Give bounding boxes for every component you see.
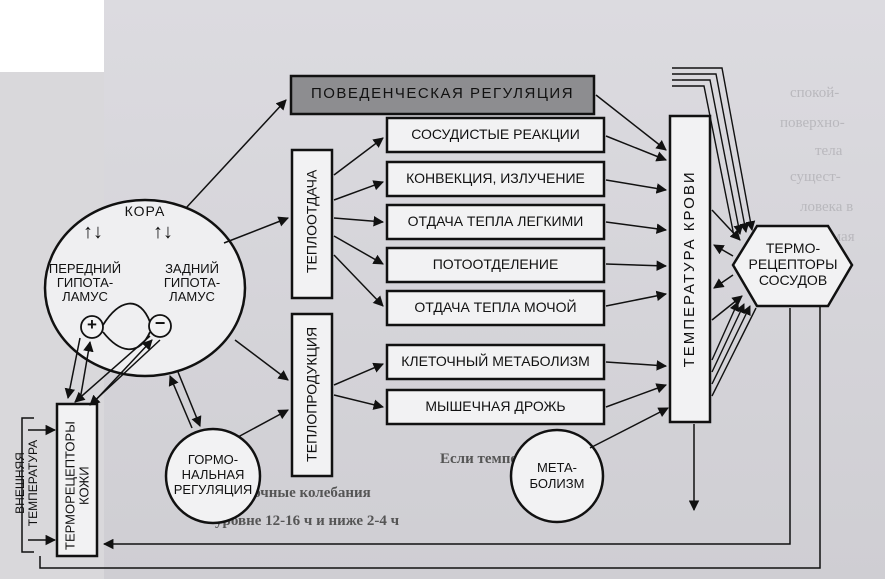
behavioral-box <box>289 74 596 116</box>
behavioral-label: ПОВЕДЕНЧЕСКАЯ РЕГУЛЯЦИЯ <box>310 85 575 102</box>
arrow-blood-hex <box>711 295 743 321</box>
arrows-left-glyph: ↑↓ <box>83 221 103 243</box>
heat-loss-box <box>290 148 334 300</box>
arrows <box>64 94 743 449</box>
arrow-metab-blood <box>589 407 669 449</box>
lungs-box <box>385 203 606 241</box>
posterior-label: ЗАДНИЙ ГИПОТА- ЛАМУС <box>152 262 232 304</box>
arrow-hl-sweat <box>333 235 384 265</box>
arrow-hp-shiver <box>333 394 385 410</box>
hormonal-line3: РЕГУЛЯЦИЯ <box>173 482 253 497</box>
anterior-line2: ГИПОТА- <box>56 275 114 290</box>
anterior-line1: ПЕРЕДНИЙ <box>48 261 122 276</box>
convection-box <box>385 160 606 198</box>
plus-sign: + <box>87 315 97 334</box>
arrow-sweat-blood <box>605 260 668 271</box>
cell-metabolism-label: КЛЕТОЧНЫЙ МЕТАБОЛИЗМ <box>401 353 590 369</box>
heat-production-label: ТЕПЛОПРОДУКЦИЯ <box>303 326 320 462</box>
arrow-hl-lungs <box>333 215 385 227</box>
arrow-beh-blood <box>595 94 667 151</box>
cell-metabolism-box <box>385 343 606 381</box>
vessel-receptors-line2: РЕЦЕПТОРЫ <box>748 256 838 272</box>
sweat-box <box>385 246 606 284</box>
arrow-lungs-blood <box>605 221 668 234</box>
blank-corner <box>0 0 104 72</box>
arrow-blood-hex2 <box>711 209 741 241</box>
external-temp-line2: ТЕМПЕРАТУРА <box>26 439 40 527</box>
arrow-skin-plus <box>79 340 94 401</box>
external-temp-bracket <box>21 417 34 553</box>
skin-receptors-box <box>55 402 99 558</box>
top-line-bundle <box>672 67 756 237</box>
blood-temp-label: ТЕМПЕРАТУРА КРОВИ <box>681 170 699 368</box>
lungs-label: ОТДАЧА ТЕПЛА ЛЕГКИМИ <box>407 213 584 229</box>
bg-text-2: поверхно- <box>780 115 845 131</box>
plus-minus-loop <box>102 302 151 326</box>
vessel-receptors-hexagon <box>731 224 854 308</box>
arrow-minus-skin2 <box>89 339 161 406</box>
arrow-plus-skin <box>64 337 81 400</box>
arrow-hormonal-hp <box>237 409 289 438</box>
arrow-urine-blood <box>605 290 668 307</box>
vascular-label: СОСУДИСТЫЕ РЕАКЦИИ <box>411 126 580 142</box>
hormonal-circle <box>164 427 262 525</box>
anterior-line3: ЛАМУС <box>62 289 108 304</box>
bg-text-1: спокой- <box>790 85 840 101</box>
arrow-brain-heatprod <box>234 339 289 381</box>
arrows-right-glyph: ↑↓ <box>153 221 173 243</box>
plus-minus-loop-lower <box>102 331 151 351</box>
plus-circle <box>80 315 104 339</box>
arrow-hp-cell <box>333 362 384 386</box>
vascular-box <box>385 116 606 154</box>
convection-label: КОНВЕКЦИЯ, ИЗЛУЧЕНИЕ <box>406 170 585 186</box>
sweat-label: ПОТООТДЕЛЕНИЕ <box>432 256 559 272</box>
arrow-hl-convection <box>333 180 384 201</box>
minus-circle <box>148 314 172 338</box>
vessel-receptors-line1: ТЕРМО- <box>765 240 821 256</box>
metabolism-line1: МЕТА- <box>536 460 577 475</box>
hormonal-line2: НАЛЬНАЯ <box>181 467 245 482</box>
heat-loss-label: ТЕПЛООТДАЧА <box>303 169 320 274</box>
blood-temp-box <box>668 114 712 424</box>
arrow-vasc-blood <box>605 135 667 162</box>
hormonal-line1: ГОРМО- <box>187 452 239 467</box>
arrow-brain-hormonal <box>177 371 202 427</box>
bottom-feedback <box>28 306 821 569</box>
bg-text-4: сущест- <box>790 169 841 185</box>
urine-box <box>385 289 606 327</box>
arrow-brain-heatloss <box>223 216 289 244</box>
posterior-line2: ГИПОТА- <box>163 275 221 290</box>
metabolism-label: МЕТА- БОЛИЗМ <box>517 460 597 492</box>
arrow-brain-behavioral <box>185 99 287 209</box>
arrow-hex-blood1 <box>713 244 734 257</box>
vessel-receptors-label: ТЕРМО- РЕЦЕПТОРЫ СОСУДОВ <box>745 240 841 288</box>
arrow-conv-blood <box>605 179 668 194</box>
arrow-shiv-blood <box>605 383 667 408</box>
skin-receptors-label: ТЕРМОРЕЦЕПТОРЫ КОЖИ <box>62 421 91 550</box>
metabolism-line2: БОЛИЗМ <box>529 476 585 491</box>
arrow-hex-blood2 <box>713 274 734 289</box>
posterior-line3: ЛАМУС <box>169 289 215 304</box>
arrow-minus-skin <box>74 335 151 403</box>
anterior-label: ПЕРЕДНИЙ ГИПОТА- ЛАМУС <box>40 262 130 304</box>
external-temp-label: ВНЕШНЯЯ ТЕМПЕРАТУРА <box>13 423 40 543</box>
minus-sign: − <box>154 313 166 333</box>
bg-text-3: тела <box>815 143 843 159</box>
arrow-cell-blood <box>605 360 668 371</box>
vessel-receptors-line3: СОСУДОВ <box>758 272 828 288</box>
arrow-hormonal-brain <box>168 375 193 429</box>
metabolism-circle <box>509 428 605 524</box>
bg-text-5: ловека в <box>800 199 854 215</box>
urine-label: ОТДАЧА ТЕПЛА МОЧОЙ <box>414 299 577 315</box>
arrow-hl-urine <box>333 254 384 307</box>
arrow-hl-vascular <box>333 137 384 176</box>
cortex-label: КОРА <box>124 203 166 219</box>
shivering-box <box>385 388 606 426</box>
heat-production-box <box>290 312 334 478</box>
shivering-label: МЫШЕЧНАЯ ДРОЖЬ <box>425 398 566 414</box>
bottom-line-bundle <box>711 301 757 397</box>
hormonal-label: ГОРМО- НАЛЬНАЯ РЕГУЛЯЦИЯ <box>168 452 258 497</box>
posterior-line1: ЗАДНИЙ <box>165 261 219 276</box>
